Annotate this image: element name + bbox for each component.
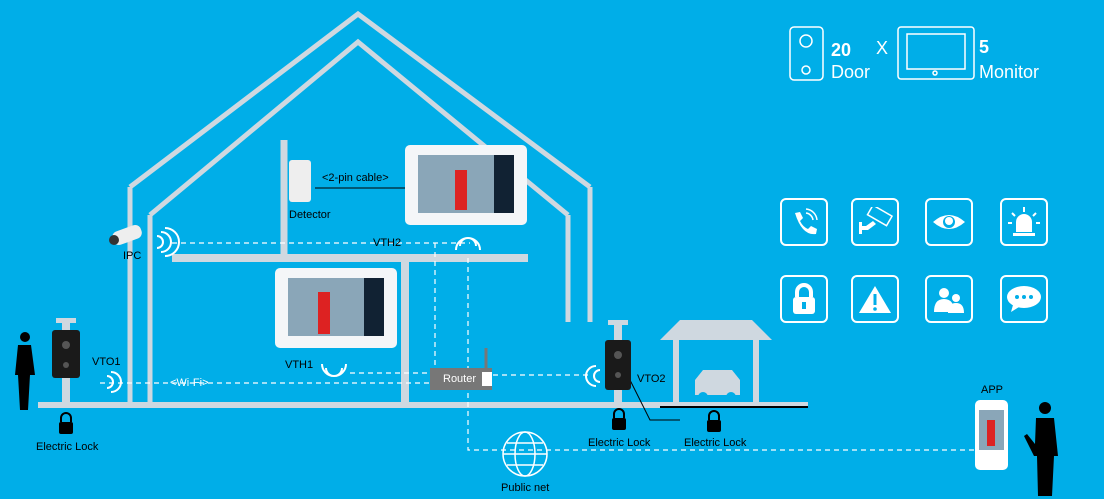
globe-icon [502, 431, 548, 477]
router-label: Router [443, 373, 477, 385]
vto1-device [52, 318, 80, 405]
monitor-count: 5 [979, 37, 990, 57]
electric-lock-label-3: Electric Lock [684, 437, 747, 449]
electric-lock-label-1: Electric Lock [36, 441, 99, 453]
vth2-monitor [405, 145, 527, 225]
vth1-monitor [275, 268, 397, 348]
network-lines [100, 242, 975, 451]
wifi-label: <Wi-Fi> [170, 377, 209, 389]
app-label: APP [981, 384, 1004, 396]
person-silhouettes [15, 332, 1058, 496]
wifi-icons [106, 227, 601, 393]
door-label: Door [831, 62, 871, 82]
times-sign: X [876, 38, 889, 58]
message-icon [1000, 275, 1048, 323]
garage [660, 320, 772, 405]
cable-label: <2-pin cable> [322, 172, 389, 184]
vto2-label: VTO2 [637, 373, 666, 385]
monitor-label: Monitor [979, 62, 1040, 82]
router-device [430, 348, 492, 390]
warning-icon [851, 275, 899, 323]
door-count: 20 [831, 40, 852, 60]
alarm-siren-icon [1000, 198, 1048, 246]
vth1-label: VTH1 [285, 359, 314, 371]
lock-icon [780, 275, 828, 323]
ipc-label: IPC [123, 250, 142, 262]
phone-call-icon [780, 198, 828, 246]
detector-label: Detector [289, 209, 331, 221]
vto2-device [605, 320, 631, 405]
monitoring-eye-icon [925, 198, 973, 246]
public-net-label: Public net [501, 482, 550, 494]
lock-icons [59, 408, 721, 434]
phone-app [975, 400, 1008, 470]
surveillance-camera-icon [851, 198, 899, 246]
vth2-label: VTH2 [373, 237, 402, 249]
top-devices [789, 26, 975, 81]
electric-lock-label-2: Electric Lock [588, 437, 651, 449]
vto1-label: VTO1 [92, 356, 121, 368]
contacts-icon [925, 275, 973, 323]
detector-device [289, 160, 311, 202]
ipc-camera [109, 224, 142, 246]
